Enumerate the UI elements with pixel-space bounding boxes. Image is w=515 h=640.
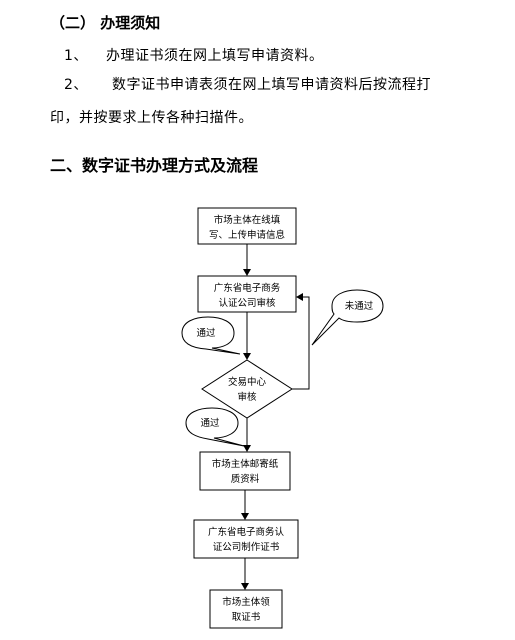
flow-step-5-line1: 广东省电子商务认 <box>208 526 285 538</box>
flow-step-3-line1: 交易中心 <box>228 376 267 388</box>
callout-fail-text: 未通过 <box>345 300 374 312</box>
flow-step-2-line1: 广东省电子商务 <box>214 282 281 294</box>
flow-step-5-box <box>193 519 299 559</box>
callout-pass-1 <box>181 316 241 355</box>
callout-pass-2-text: 通过 <box>200 417 220 429</box>
flow-step-4-line1: 市场主体邮寄纸 <box>212 458 279 470</box>
flow-step-5-line2: 证公司制作证书 <box>213 541 280 553</box>
flow-step-4-box <box>199 451 291 491</box>
flow-arrowhead-3 <box>243 445 251 452</box>
notice-item-2-text: 数字证书申请表须在网上填写申请资料后按流程打 <box>112 77 431 93</box>
flow-arrowhead-1 <box>243 269 251 276</box>
flow-feedback-line <box>292 296 310 390</box>
flow-step-1-line1: 市场主体在线填 <box>214 214 281 226</box>
callout-pass-1-text: 通过 <box>196 327 216 339</box>
flow-step-6-line1: 市场主体领 <box>222 596 270 608</box>
flow-step-6-line2: 取证书 <box>232 612 261 623</box>
callout-pass-2 <box>185 407 245 447</box>
flow-step-2-box <box>197 275 297 313</box>
flow-step-3-line2: 审核 <box>237 391 257 403</box>
flow-step-1-box <box>197 207 297 245</box>
flow-step-2-line2: 认证公司审核 <box>218 297 276 309</box>
notice-item-1-text: 办理证书须在网上填写申请资料。 <box>106 48 324 64</box>
notice-item-2: 2、 数字证书申请表须在网上填写申请资料后按流程打 <box>64 74 431 94</box>
flow-step-6-box <box>209 589 283 629</box>
flow-step-4-line2: 质资料 <box>231 473 260 485</box>
notice-item-2-continuation: 印，并按要求上传各种扫描件。 <box>50 110 253 126</box>
flow-feedback-arrowhead <box>296 293 303 301</box>
flow-step-1-line2: 写、上传申请信息 <box>209 229 285 241</box>
sub-heading: （二） 办理须知 <box>50 14 161 32</box>
flow-arrowhead-5 <box>241 583 249 590</box>
callout-fail <box>311 289 384 346</box>
notice-item-1: 1、 办理证书须在网上填写申请资料。 <box>64 45 324 65</box>
notice-item-2-number: 2、 <box>64 77 88 93</box>
notice-item-1-number: 1、 <box>64 48 88 64</box>
flow-arrowhead-2 <box>243 353 251 360</box>
section-heading: 二、数字证书办理方式及流程 <box>50 156 259 175</box>
flow-arrowhead-4 <box>241 513 249 520</box>
